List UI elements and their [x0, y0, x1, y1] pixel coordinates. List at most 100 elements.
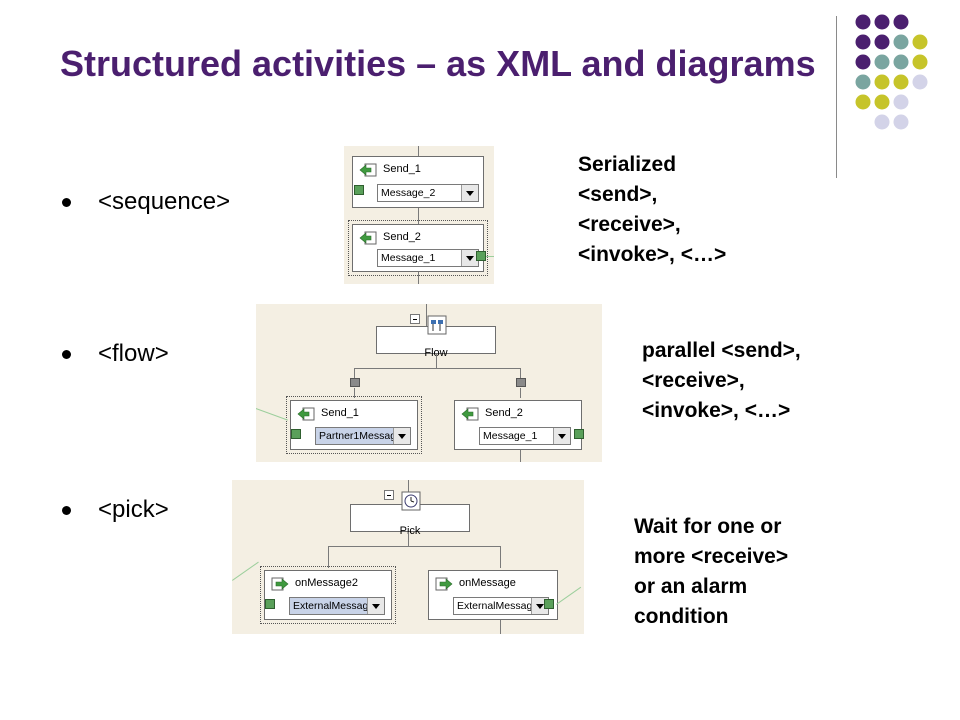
message-dropdown[interactable]: Message_2	[377, 184, 479, 202]
link-line	[556, 586, 582, 605]
chevron-down-icon[interactable]	[393, 428, 410, 444]
bullet-sequence: <sequence>	[62, 188, 282, 218]
decorative-dot	[893, 34, 909, 50]
send-activity-2[interactable]: Send_2 Message_1	[348, 220, 488, 276]
message-dropdown[interactable]: Message_1	[377, 249, 479, 267]
bullet-flow: <flow>	[62, 340, 282, 370]
dropdown-value: Message_1	[381, 252, 436, 264]
pick-diagram: Pick onMessage2 ExternalMessage onMessag…	[232, 480, 584, 634]
connector-line	[500, 546, 501, 568]
chevron-down-icon[interactable]	[461, 250, 478, 266]
onmessage-activity-2[interactable]: onMessage2 ExternalMessage	[260, 566, 396, 624]
link-line	[256, 408, 288, 421]
decorative-dot	[874, 34, 890, 50]
decorative-dot	[893, 94, 909, 110]
link-line	[232, 561, 259, 581]
dropdown-value: ExternalMessage	[293, 600, 367, 612]
send-icon	[461, 407, 479, 421]
connector-line	[328, 546, 500, 547]
connector-line	[354, 388, 355, 398]
chevron-down-icon[interactable]	[553, 428, 570, 444]
send-icon	[297, 407, 315, 421]
chevron-down-icon[interactable]	[531, 598, 548, 614]
chevron-down-icon[interactable]	[461, 185, 478, 201]
decorative-dot	[893, 14, 909, 30]
decorative-dot	[855, 34, 871, 50]
bullet-dot	[62, 506, 71, 515]
clock-icon	[401, 491, 421, 511]
connector-line	[520, 368, 521, 382]
connector-line	[418, 146, 419, 284]
decorative-dot	[874, 114, 890, 130]
divider-line	[836, 16, 837, 178]
pick-label: Pick	[399, 525, 421, 537]
bullet-dot	[62, 350, 71, 359]
decorative-dot	[893, 114, 909, 130]
link-line	[486, 256, 494, 257]
message-dropdown[interactable]: ExternalMessage	[453, 597, 549, 615]
onmessage-activity-1[interactable]: onMessage ExternalMessage	[428, 570, 558, 620]
decorative-dot	[912, 34, 928, 50]
sequence-diagram: Send_1 Message_2 Send_2 Message_1	[344, 146, 494, 284]
port-handle[interactable]	[354, 185, 364, 195]
branch-connector[interactable]	[516, 378, 526, 387]
activity-label: onMessage2	[295, 577, 358, 589]
connector-line	[408, 532, 409, 546]
connector-line	[354, 368, 355, 382]
note-sequence: Serialized <send>, <receive>, <invoke>, …	[578, 153, 727, 266]
decorative-dot	[855, 14, 871, 30]
chevron-down-icon[interactable]	[367, 598, 384, 614]
decorative-dot	[874, 94, 890, 110]
branch-connector[interactable]	[350, 378, 360, 387]
flow-container-header[interactable]: Flow	[376, 315, 496, 359]
send-icon	[359, 231, 377, 245]
dropdown-value: Message_1	[483, 430, 538, 442]
port-handle[interactable]	[265, 599, 275, 609]
send-activity-1[interactable]: Send_1 Partner1Message	[286, 396, 422, 454]
bullet-text: <flow>	[98, 340, 169, 367]
pick-container-header[interactable]: Pick	[350, 491, 470, 537]
send-activity-1[interactable]: Send_1 Message_2	[352, 156, 484, 208]
decorative-dot	[855, 94, 871, 110]
message-dropdown[interactable]: Partner1Message	[315, 427, 411, 445]
receive-icon	[271, 577, 289, 591]
activity-label: Send_2	[485, 407, 523, 419]
activity-label: Send_2	[383, 231, 421, 243]
connector-line	[436, 354, 437, 368]
bullet-dot	[62, 198, 71, 207]
connector-line	[354, 368, 520, 369]
dropdown-value: ExternalMessage	[457, 600, 531, 612]
decorative-dot	[874, 14, 890, 30]
decorative-dot-grid	[855, 14, 928, 130]
decorative-dot	[874, 54, 890, 70]
port-handle[interactable]	[476, 251, 486, 261]
decorative-dot	[893, 54, 909, 70]
activity-label: Send_1	[321, 407, 359, 419]
dropdown-value: Message_2	[381, 187, 436, 199]
decorative-dot	[912, 74, 928, 90]
send-activity-2[interactable]: Send_2 Message_1	[454, 400, 582, 450]
decorative-dot	[855, 54, 871, 70]
flow-icon	[427, 315, 447, 335]
port-handle[interactable]	[544, 599, 554, 609]
slide-title: Structured activities – as XML and diagr…	[60, 43, 816, 84]
connector-line	[520, 450, 521, 462]
decorative-dot	[912, 54, 928, 70]
activity-label: onMessage	[459, 577, 516, 589]
decorative-dot	[893, 74, 909, 90]
flow-diagram: Flow Send_1 Partner1Message Send_2 Messa…	[256, 304, 602, 462]
dropdown-value: Partner1Message	[319, 430, 393, 442]
message-dropdown[interactable]: Message_1	[479, 427, 571, 445]
connector-line	[328, 546, 329, 568]
port-handle[interactable]	[574, 429, 584, 439]
collapse-button[interactable]	[384, 490, 394, 500]
connector-line	[500, 620, 501, 634]
bullet-pick: <pick>	[62, 496, 282, 526]
collapse-button[interactable]	[410, 314, 420, 324]
activity-label: Send_1	[383, 163, 421, 175]
connector-line	[426, 304, 427, 328]
port-handle[interactable]	[291, 429, 301, 439]
receive-icon	[435, 577, 453, 591]
message-dropdown[interactable]: ExternalMessage	[289, 597, 385, 615]
note-pick: Wait for one or more <receive> or an ala…	[634, 515, 789, 628]
